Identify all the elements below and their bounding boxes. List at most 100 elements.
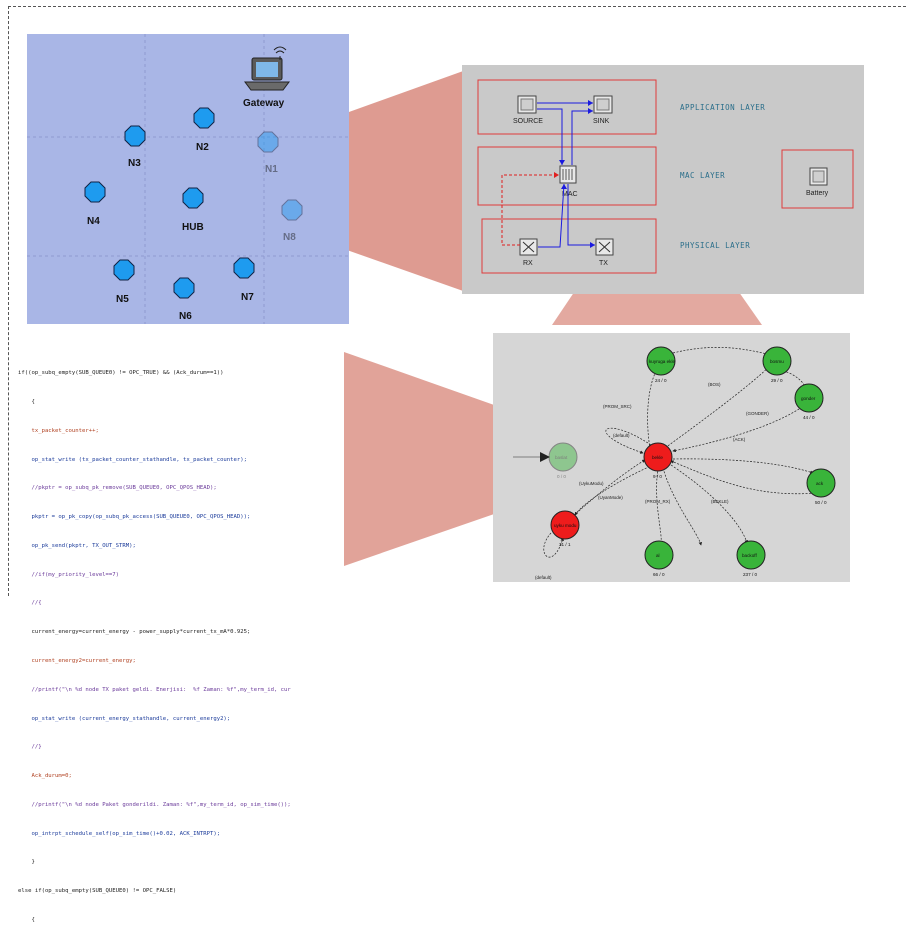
state-count: 237 / 0 bbox=[743, 572, 757, 577]
state-bosmu[interactable]: bosmu 29 / 0 bbox=[762, 346, 792, 383]
code-line: Ack_durum=0; bbox=[18, 773, 72, 780]
transition-label: (PROM_SRC) bbox=[603, 404, 632, 409]
state-init[interactable]: baslat 0 / 0 bbox=[548, 442, 578, 479]
sensor-node-n2[interactable]: N2 bbox=[193, 107, 215, 153]
sink-module[interactable]: SINK bbox=[593, 95, 613, 125]
node-model-panel: APPLICATION LAYER MAC LAYER PHYSICAL LAY… bbox=[462, 65, 864, 294]
transition-label: (UykuModu) bbox=[579, 481, 604, 486]
state-kuyruga-ekle[interactable]: kuyruga ekle 24 / 0 bbox=[646, 346, 676, 383]
sensor-node-n3[interactable]: N3 bbox=[124, 125, 146, 169]
code-line: //printf("\n %d node TX paket geldi. Ene… bbox=[18, 686, 291, 693]
rx-label: RX bbox=[523, 260, 533, 267]
code-line: pkptr = op_pk_copy(op_subq_pk_access(SUB… bbox=[18, 514, 251, 521]
state-bekle[interactable]: bekle 9 / 0 bbox=[643, 442, 673, 479]
code-line: op_pk_send(pkptr, TX_OUT_STRM); bbox=[18, 542, 136, 549]
transition-label: (GONDER) bbox=[746, 411, 769, 416]
node-label-n1: N1 bbox=[265, 164, 278, 175]
code-line: if((op_subq_empty(SUB_QUEUE0) != OPC_TRU… bbox=[18, 370, 224, 377]
mac-label: MAC bbox=[562, 191, 578, 198]
application-layer-label: APPLICATION LAYER bbox=[680, 103, 765, 112]
state-count: 9 / 0 bbox=[653, 474, 662, 479]
state-count: 24 / 0 bbox=[655, 378, 667, 383]
hub-node[interactable]: HUB bbox=[182, 187, 204, 233]
state-label: ack bbox=[816, 481, 824, 486]
node-label-hub: HUB bbox=[182, 222, 204, 233]
node-label-n4: N4 bbox=[87, 216, 100, 227]
process-model-canvas: baslat 0 / 0 kuyruga ekle 24 / 0 bosmu 2… bbox=[513, 346, 836, 580]
node-label-n3: N3 bbox=[128, 158, 141, 169]
state-count: 50 / 0 bbox=[815, 500, 827, 505]
dashed-frame bbox=[8, 6, 906, 596]
stream-rx-mac bbox=[538, 183, 565, 248]
state-count: 66 / 0 bbox=[653, 572, 665, 577]
code-line: //{ bbox=[18, 600, 42, 607]
statwire-rx-mac bbox=[501, 174, 559, 246]
transition-label: (default) bbox=[535, 575, 552, 580]
state-label: gonder bbox=[801, 396, 816, 401]
state-label: baslat bbox=[555, 455, 568, 460]
code-line: //printf("\n %d node Paket gonderildi. Z… bbox=[18, 801, 291, 808]
sensor-node-n4[interactable]: N4 bbox=[84, 181, 106, 227]
sensor-node-n7[interactable]: N7 bbox=[233, 257, 255, 303]
mac-layer-label: MAC LAYER bbox=[680, 171, 725, 180]
application-layer-box bbox=[477, 79, 657, 135]
network-canvas: Gateway N1 N2 N3 N4 HUB N8 N5 bbox=[27, 34, 349, 324]
stream-mac-sink bbox=[571, 110, 593, 165]
state-count: 44 / 0 bbox=[803, 415, 815, 420]
transition-label: (PROM_RX) bbox=[645, 499, 671, 504]
tx-module[interactable]: TX bbox=[595, 238, 614, 267]
state-uyku-modu[interactable]: uyku modu 31 / 1 bbox=[550, 510, 580, 547]
node-label-n2: N2 bbox=[196, 142, 209, 153]
transition-label: (BOS) bbox=[708, 382, 721, 387]
state-label: bosmu bbox=[770, 359, 784, 364]
code-line: } bbox=[18, 859, 35, 866]
transition-label: (UyanMode) bbox=[598, 495, 623, 500]
state-count: 29 / 0 bbox=[771, 378, 783, 383]
node-model-canvas: APPLICATION LAYER MAC LAYER PHYSICAL LAY… bbox=[477, 79, 854, 274]
code-line: tx_packet_counter++; bbox=[18, 427, 99, 434]
rx-module[interactable]: RX bbox=[519, 238, 538, 267]
code-line: op_intrpt_schedule_self(op_sim_time()+0.… bbox=[18, 830, 221, 837]
sensor-node-n1[interactable]: N1 bbox=[257, 131, 279, 175]
source-module[interactable]: SOURCE bbox=[513, 95, 543, 125]
state-label: bekle bbox=[652, 455, 663, 460]
laptop-icon bbox=[244, 46, 290, 91]
node-label-n5: N5 bbox=[116, 294, 129, 305]
state-label: al bbox=[656, 553, 660, 558]
code-line: op_stat_write (tx_packet_counter_stathan… bbox=[18, 456, 248, 463]
code-line: { bbox=[18, 917, 35, 924]
node-label-n7: N7 bbox=[241, 292, 254, 303]
transition-label: (BEKLE) bbox=[711, 499, 729, 504]
code-line: current_energy=current_energy - power_su… bbox=[18, 629, 251, 636]
code-line: else if(op_subq_empty(SUB_QUEUE0) != OPC… bbox=[18, 888, 177, 895]
code-listing: if((op_subq_empty(SUB_QUEUE0) != OPC_TRU… bbox=[18, 350, 348, 923]
code-line: op_stat_write (current_energy_stathandle… bbox=[18, 715, 231, 722]
network-model-panel: Gateway N1 N2 N3 N4 HUB N8 N5 bbox=[27, 34, 349, 324]
gateway-node[interactable]: Gateway bbox=[243, 46, 290, 109]
state-gonder[interactable]: gonder 44 / 0 bbox=[794, 383, 824, 420]
code-line: //pkptr = op_subq_pk_remove(SUB_QUEUE0, … bbox=[18, 485, 217, 492]
code-line: { bbox=[18, 398, 35, 405]
state-ack[interactable]: ack 50 / 0 bbox=[806, 468, 836, 505]
transition-label: (default) bbox=[613, 433, 630, 438]
code-line: current_energy2=current_energy; bbox=[18, 658, 136, 664]
code-line: //if(my_priority_level==7) bbox=[18, 571, 120, 578]
state-label: uyku modu bbox=[554, 523, 577, 528]
process-model-panel: baslat 0 / 0 kuyruga ekle 24 / 0 bosmu 2… bbox=[493, 333, 850, 582]
sensor-node-n6[interactable]: N6 bbox=[173, 277, 195, 322]
mac-layer-box bbox=[477, 146, 657, 206]
sensor-node-n5[interactable]: N5 bbox=[113, 259, 135, 305]
stream-source-mac bbox=[537, 108, 563, 165]
state-al[interactable]: al 66 / 0 bbox=[644, 540, 674, 577]
state-count: 31 / 1 bbox=[559, 542, 571, 547]
mac-module[interactable]: MAC bbox=[559, 165, 578, 198]
physical-layer-box bbox=[481, 218, 657, 274]
battery-label: Battery bbox=[806, 190, 829, 197]
state-count: 0 / 0 bbox=[557, 474, 566, 479]
battery-module[interactable]: Battery bbox=[806, 167, 829, 197]
state-label: backoff bbox=[742, 553, 757, 558]
state-backoff[interactable]: backoff 237 / 0 bbox=[736, 540, 766, 577]
sensor-node-n8[interactable]: N8 bbox=[281, 199, 303, 243]
node-label-n8: N8 bbox=[283, 232, 296, 243]
battery-box bbox=[781, 149, 854, 209]
